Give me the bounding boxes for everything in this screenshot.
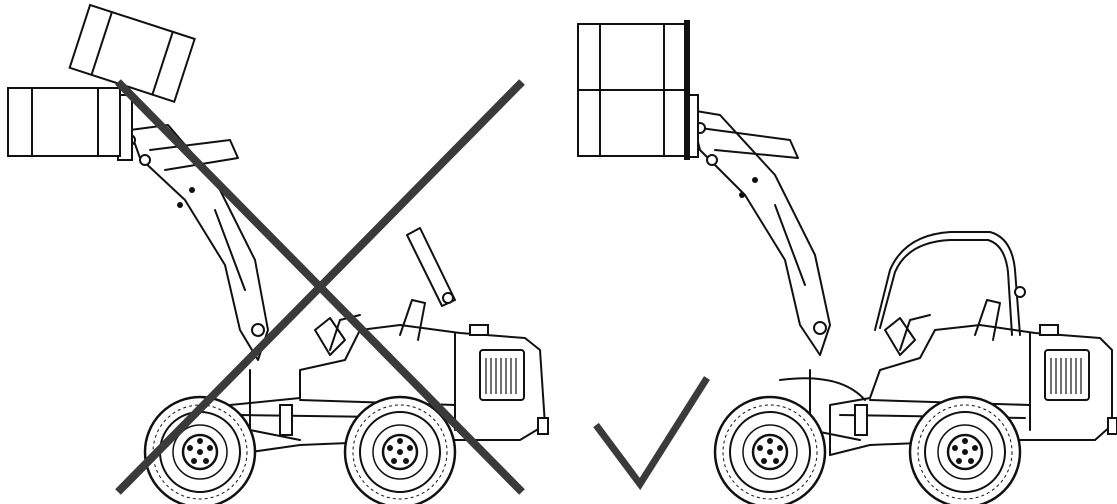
bales-tilted: [7, 3, 196, 157]
engine-grille-icon: [479, 349, 525, 401]
load-guard: [684, 20, 690, 160]
front-wheel-icon: [713, 395, 827, 504]
loader-with-cab: [685, 94, 1117, 504]
check-mark-icon: [593, 376, 710, 491]
bales-stacked: [577, 20, 690, 160]
cross-mark-icon: [115, 79, 525, 495]
engine-grille-icon: [1044, 349, 1090, 401]
rear-wheel-icon: [343, 395, 457, 504]
wrong-panel: [7, 3, 549, 504]
rear-wheel-icon: [908, 395, 1022, 504]
right-panel: [577, 20, 1117, 504]
